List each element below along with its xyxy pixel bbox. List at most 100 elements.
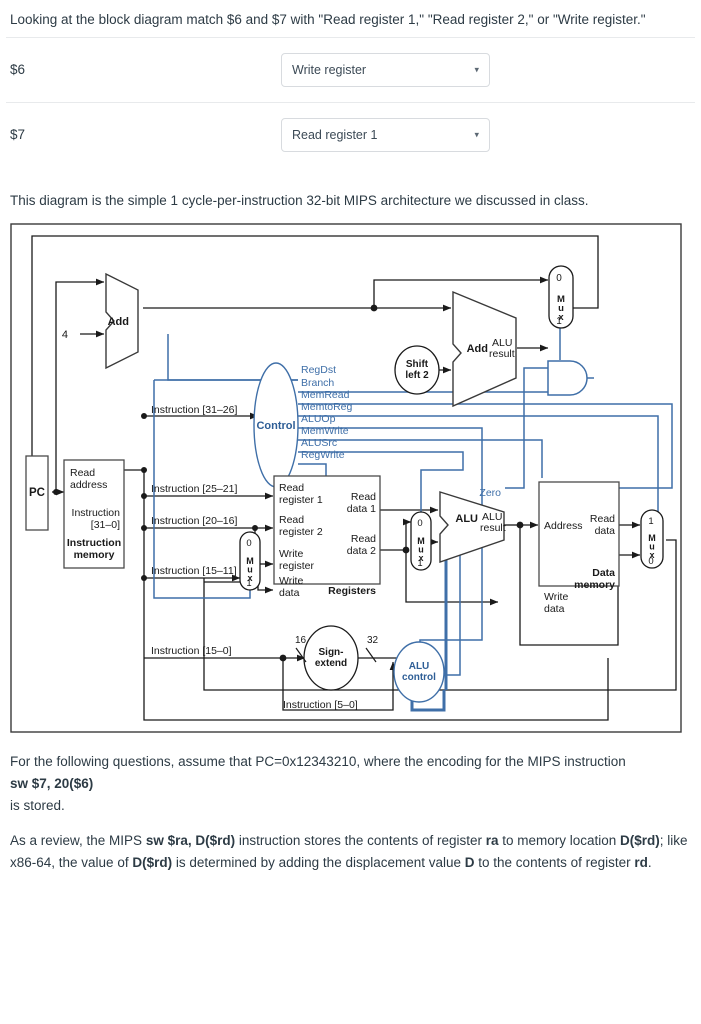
answer-label-6: $6 bbox=[10, 62, 26, 78]
bus-label-20-16: Instruction [20–16] bbox=[151, 515, 237, 527]
control-signal-aluop: ALUOp bbox=[301, 413, 336, 425]
bus-label-25-21: Instruction [25–21] bbox=[151, 483, 237, 495]
zero-flag-label: Zero bbox=[479, 487, 501, 499]
t2-m3: ; like x86-64, the value of bbox=[10, 833, 688, 871]
tail-para-1b: is stored. bbox=[10, 797, 65, 813]
dropdown-reg6[interactable]: Write register ▾ bbox=[281, 52, 490, 87]
t2-m1: instruction stores the contents of regis… bbox=[235, 833, 486, 849]
answer-label-7: $7 bbox=[10, 127, 26, 143]
outer-frame-wires bbox=[10, 223, 682, 733]
control-signal-labels: RegDst Branch MemRead MemtoReg ALUOp Mem… bbox=[301, 364, 353, 461]
t2-pre: As a review, the MIPS bbox=[10, 833, 146, 849]
bus-label-15-11: Instruction [15–11] bbox=[151, 565, 237, 577]
instruction-31-0-label: Instruction[31–0] bbox=[72, 507, 121, 531]
tail-para-2: As a review, the MIPS sw $ra, D($rd) ins… bbox=[10, 830, 691, 874]
pc-adder-label: Add bbox=[108, 316, 129, 328]
t2-b4: D($rd) bbox=[132, 855, 173, 871]
control-signal-regwrite: RegWrite bbox=[301, 449, 345, 461]
t2-m4: is determined by adding the displacement… bbox=[172, 855, 465, 871]
t2-b6: rd bbox=[634, 855, 648, 871]
black-wires bbox=[31, 235, 677, 721]
t2-b3: D($rd) bbox=[620, 833, 660, 849]
control-unit-label: Control bbox=[256, 420, 295, 432]
memtoreg-mux-zero-label: 0 bbox=[648, 556, 653, 567]
bus-label-5-0: Instruction [5–0] bbox=[283, 699, 358, 711]
branch-and-gate bbox=[547, 360, 588, 396]
branch-adder-label: Add bbox=[467, 343, 488, 355]
data-mem-address-label: Address bbox=[544, 520, 583, 532]
control-signal-regdst: RegDst bbox=[301, 364, 336, 376]
pc-adder: Add bbox=[105, 272, 139, 369]
t2-end: . bbox=[647, 855, 652, 871]
dropdown-reg7-value: Read register 1 bbox=[292, 127, 378, 142]
bitwidth-16-label: 16 bbox=[295, 635, 307, 646]
answer-row-7: $7 Read register 1 ▾ bbox=[6, 101, 695, 167]
t2-m5: to the contents of register bbox=[474, 855, 635, 871]
dropdown-reg7[interactable]: Read register 1 ▾ bbox=[281, 117, 490, 152]
sign-extend-unit: Sign-extend 16 32 bbox=[295, 625, 379, 691]
regdst-mux-zero-label: 0 bbox=[246, 538, 251, 549]
pc-mux-zero-label: 0 bbox=[556, 273, 562, 284]
bus-label-31-26: Instruction [31–26] bbox=[151, 404, 237, 416]
sign-extend-label: Sign-extend bbox=[315, 647, 347, 669]
page-root: Looking at the block diagram match $6 an… bbox=[6, 12, 695, 874]
alusrc-mux-zero-label: 0 bbox=[417, 518, 422, 529]
alusrc-mux-one-label: 1 bbox=[417, 558, 422, 569]
control-signal-memwrite: MemWrite bbox=[301, 425, 349, 437]
t2-m2: to memory location bbox=[498, 833, 621, 849]
diagram-intro: This diagram is the simple 1 cycle-per-i… bbox=[10, 192, 589, 208]
pc-label: PC bbox=[29, 487, 45, 499]
answer-row-6: $6 Write register ▾ bbox=[6, 36, 695, 102]
constant-four-label: 4 bbox=[62, 329, 68, 341]
memtoreg-mux-one-label: 1 bbox=[648, 516, 653, 527]
tail-para-1a: For the following questions, assume that… bbox=[10, 753, 626, 769]
control-signal-memread: MemRead bbox=[301, 389, 350, 401]
tail-text: For the following questions, assume that… bbox=[6, 745, 695, 874]
t2-b5: D bbox=[464, 855, 475, 871]
bitwidth-32-label: 32 bbox=[367, 635, 379, 646]
dropdown-reg6-value: Write register bbox=[292, 62, 367, 77]
pc-register: PC bbox=[25, 455, 49, 531]
mips-instruction: sw $7, 20($6) bbox=[10, 775, 94, 791]
question-prompt: Looking at the block diagram match $6 an… bbox=[10, 12, 646, 27]
control-signal-alusrc: ALUSrc bbox=[301, 437, 337, 449]
pc-mux-one-label: 1 bbox=[556, 316, 562, 327]
control-signal-memtoreg: MemtoReg bbox=[301, 401, 353, 413]
chevron-down-icon: ▾ bbox=[474, 64, 479, 75]
bus-label-15-0: Instruction [15–0] bbox=[151, 645, 232, 657]
control-signal-branch: Branch bbox=[301, 377, 334, 389]
t2-b1: sw $ra, D($rd) bbox=[145, 833, 236, 849]
instruction-bus-labels: Instruction [31–26] Instruction [25–21] … bbox=[151, 404, 358, 711]
control-unit: Control bbox=[253, 362, 299, 488]
t2-b2: ra bbox=[485, 833, 499, 849]
